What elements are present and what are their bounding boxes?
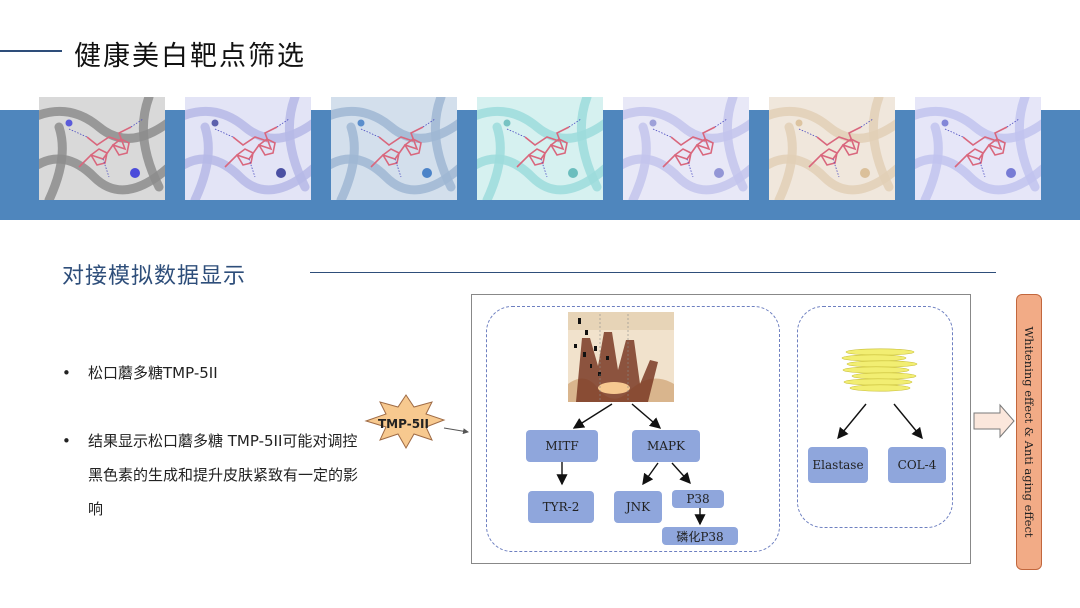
node-col4: COL-4 bbox=[888, 447, 946, 483]
section-title: 对接模拟数据显示 bbox=[62, 264, 247, 289]
node-elastase: Elastase bbox=[808, 447, 868, 483]
title-accent-line bbox=[0, 50, 62, 52]
effect-label: Whitening effect & Anti aging effect bbox=[1022, 326, 1036, 538]
effect-block-arrow bbox=[973, 403, 1015, 439]
bullet-text: 松口蘑多糖TMP-5II bbox=[88, 364, 218, 382]
node-mitf: MITF bbox=[526, 430, 598, 462]
pathway-group-antiaging bbox=[797, 306, 953, 528]
section-divider bbox=[310, 272, 996, 273]
node-phospho-p38: 磷化P38 bbox=[662, 527, 738, 545]
node-p38: P38 bbox=[672, 490, 724, 508]
node-jnk: JNK bbox=[614, 491, 662, 523]
docking-image-4 bbox=[477, 97, 603, 200]
bullet-text: 结果显示松口蘑多糖 TMP-5II可能对调控黑色素的生成和提升皮肤紧致有一定的影… bbox=[88, 432, 359, 518]
bullet-marker: • bbox=[62, 432, 71, 450]
docking-image-1 bbox=[39, 97, 165, 200]
docking-image-6 bbox=[769, 97, 895, 200]
docking-image-5 bbox=[623, 97, 749, 200]
effect-box bbox=[1016, 294, 1042, 570]
bullet-marker: • bbox=[62, 364, 71, 382]
docking-image-3 bbox=[331, 97, 457, 200]
docking-image-7 bbox=[915, 97, 1041, 200]
docking-image-2 bbox=[185, 97, 311, 200]
tmp-label: TMP-5II bbox=[378, 417, 429, 431]
node-tyr2: TYR-2 bbox=[528, 491, 594, 523]
node-mapk: MAPK bbox=[632, 430, 700, 462]
pathway-group-whitening bbox=[486, 306, 780, 552]
page-title: 健康美白靶点筛选 bbox=[74, 41, 306, 72]
